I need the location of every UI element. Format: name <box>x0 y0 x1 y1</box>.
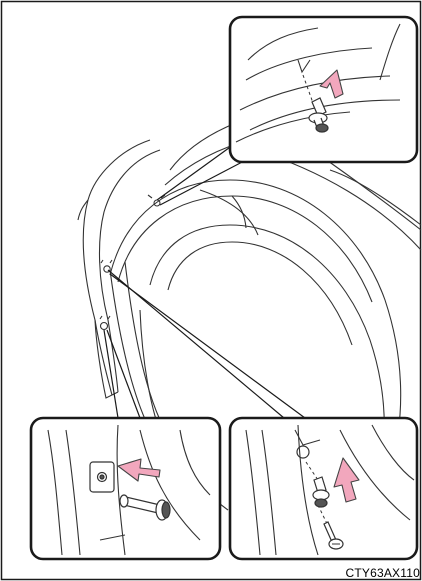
top-detail-inset <box>230 17 417 162</box>
mount-bracket-icon <box>90 462 114 492</box>
lower-left-detail-inset <box>31 418 220 559</box>
figure-code: CTY63AX110 <box>346 566 421 580</box>
lower-right-detail-inset <box>230 418 417 559</box>
leader-lines <box>104 145 305 418</box>
